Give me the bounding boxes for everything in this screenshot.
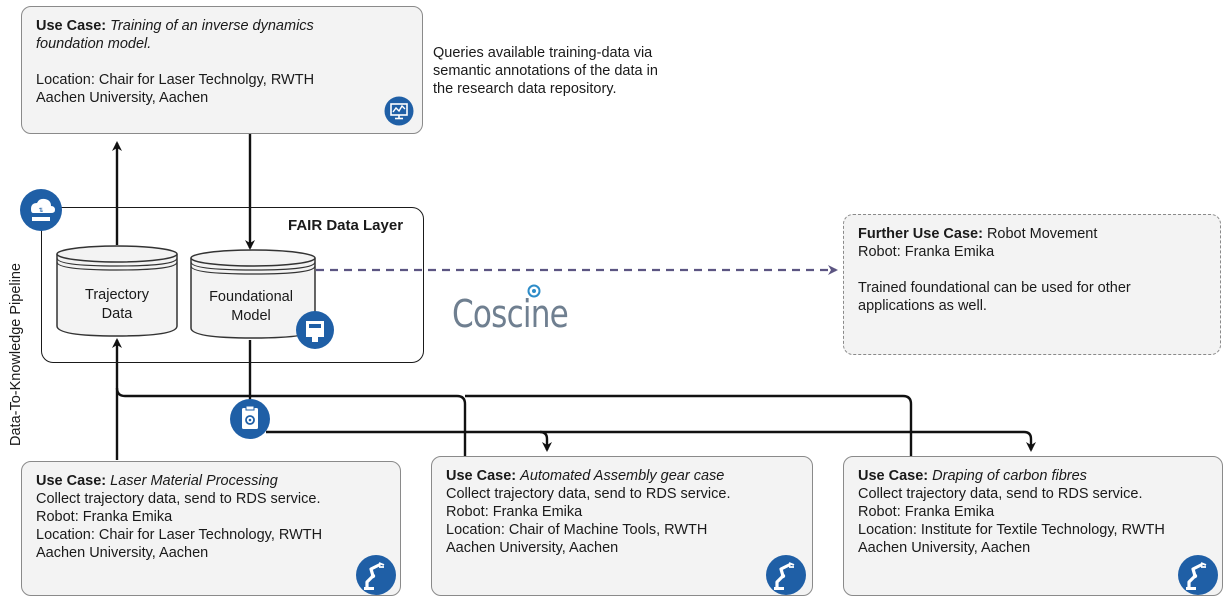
robot-arm-icon bbox=[766, 555, 806, 595]
location-text-cont: Aachen University, Aachen bbox=[36, 90, 209, 106]
use-case-line: Location: Chair of Machine Tools, RWTH bbox=[446, 522, 708, 538]
trajectory-data-label: Trajectory Data bbox=[55, 286, 179, 324]
use-case-label: Use Case: bbox=[446, 468, 517, 484]
further-desc-cont: applications as well. bbox=[858, 298, 987, 314]
use-case-title: Automated Assembly gear case bbox=[520, 468, 725, 484]
foundational-model-label: Foundational Model bbox=[189, 288, 313, 326]
further-use-case-box: Further Use Case: Robot Movement Robot: … bbox=[843, 214, 1221, 355]
use-case-line: Aachen University, Aachen bbox=[858, 540, 1031, 556]
model-card-icon bbox=[296, 311, 334, 349]
query-note-line: Queries available training-data via bbox=[433, 45, 653, 61]
coscine-logo: Coscine bbox=[452, 292, 569, 336]
db-label-line: Data bbox=[101, 306, 133, 322]
use-case-title: Laser Material Processing bbox=[110, 473, 278, 489]
cloud-upload-icon: ⇅ bbox=[20, 189, 62, 231]
trajectory-database bbox=[56, 245, 178, 337]
monitor-chart-icon bbox=[384, 96, 414, 126]
db-label-line: Foundational bbox=[209, 289, 293, 305]
use-case-label: Use Case: bbox=[36, 18, 107, 34]
pipeline-label: Data-To-Knowledge Pipeline bbox=[8, 263, 24, 446]
db-label-line: Trajectory bbox=[85, 287, 149, 303]
db-label-line: Model bbox=[231, 308, 271, 324]
edge-service-to-usecases bbox=[266, 430, 552, 452]
edge-usecase2-to-trajectory bbox=[115, 387, 467, 456]
use-case-title-cont: foundation model. bbox=[36, 36, 152, 52]
clipboard-gear-icon bbox=[230, 399, 270, 439]
further-desc: Trained foundational can be used for oth… bbox=[858, 280, 1131, 296]
query-note: Queries available training-data via sema… bbox=[433, 44, 658, 98]
further-use-case-title: Robot Movement bbox=[986, 226, 1098, 242]
use-case-line: Location: Chair for Laser Technology, RW… bbox=[36, 527, 323, 543]
use-case-title: Training of an inverse dynamics bbox=[110, 18, 314, 34]
query-note-line: semantic annotations of the data in bbox=[433, 63, 658, 79]
robot-text: Robot: Franka Emika bbox=[858, 244, 995, 260]
use-case-title: Draping of carbon fibres bbox=[932, 468, 1087, 484]
query-note-line: the research data repository. bbox=[433, 81, 617, 97]
fair-data-layer bbox=[41, 207, 424, 363]
use-case-label: Use Case: bbox=[858, 468, 929, 484]
use-case-box-2: Use Case: Automated Assembly gear case C… bbox=[431, 456, 813, 596]
foundational-model-database bbox=[190, 249, 316, 339]
use-case-line: Collect trajectory data, send to RDS ser… bbox=[446, 486, 731, 502]
use-case-label: Use Case: bbox=[36, 473, 107, 489]
use-case-line: Robot: Franka Emika bbox=[858, 504, 995, 520]
use-case-line: Aachen University, Aachen bbox=[446, 540, 619, 556]
use-case-line: Location: Institute for Textile Technolo… bbox=[858, 522, 1165, 538]
use-case-box-3: Use Case: Draping of carbon fibres Colle… bbox=[843, 456, 1223, 596]
robot-arm-icon bbox=[1178, 555, 1218, 595]
coscine-logo-mark bbox=[527, 284, 541, 298]
use-case-line: Collect trajectory data, send to RDS ser… bbox=[36, 491, 321, 507]
use-case-line: Robot: Franka Emika bbox=[446, 504, 583, 520]
use-case-line: Robot: Franka Emika bbox=[36, 509, 173, 525]
edge-usecase3-to-trajectory bbox=[465, 394, 913, 456]
svg-text:⇅: ⇅ bbox=[38, 207, 43, 214]
location-text: Location: Chair for Laser Technolgy, RWT… bbox=[36, 72, 315, 88]
use-case-box-1: Use Case: Laser Material Processing Coll… bbox=[21, 461, 401, 596]
fair-layer-title: FAIR Data Layer bbox=[288, 217, 404, 234]
use-case-line: Aachen University, Aachen bbox=[36, 545, 209, 561]
use-case-line: Collect trajectory data, send to RDS ser… bbox=[858, 486, 1143, 502]
robot-arm-icon bbox=[356, 555, 396, 595]
further-use-case-label: Further Use Case: bbox=[858, 226, 983, 242]
top-use-case-box: Use Case: Training of an inverse dynamic… bbox=[21, 6, 423, 134]
